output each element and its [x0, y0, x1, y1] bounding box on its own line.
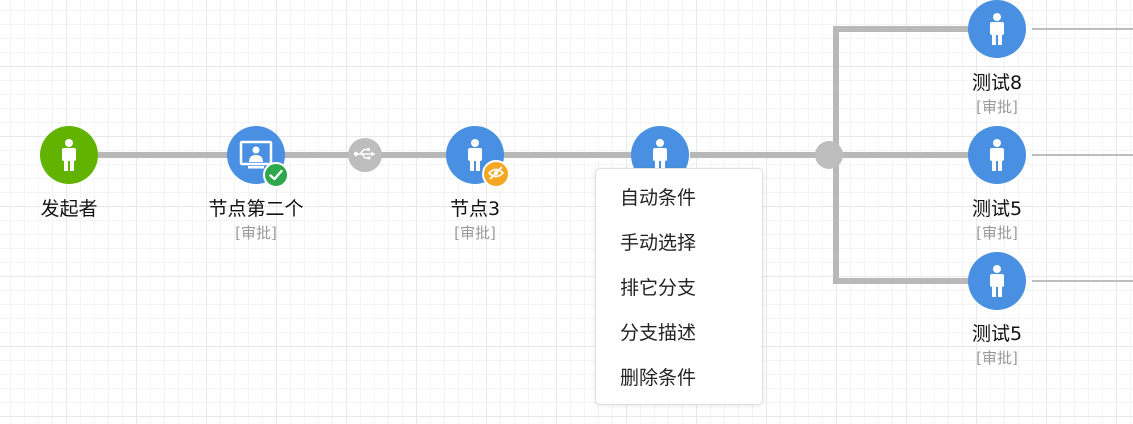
node-branch-bottom-sub: [审批] [976, 349, 1018, 367]
edge-node2-connector [280, 152, 360, 158]
branch-mid-out-edge [1032, 154, 1133, 156]
context-menu: 自动条件 手动选择 排它分支 分支描述 删除条件 [595, 168, 763, 405]
branch-bottom-edge [833, 278, 976, 284]
edge-junction-mid [836, 152, 976, 158]
node-branch-mid[interactable] [968, 126, 1026, 184]
computer-user-icon [239, 140, 273, 170]
node-branch-top-label: 测试8 [971, 72, 1023, 94]
edge-connector-node3 [370, 152, 460, 158]
branch-bottom-out-edge [1032, 280, 1133, 282]
node-2-label: 节点第二个 [208, 198, 304, 220]
node-initiator-label: 发起者 [40, 198, 98, 220]
menu-item-delete-condition[interactable]: 删除条件 [620, 367, 697, 389]
person-icon [465, 138, 485, 172]
node-branch-bottom-label: 测试5 [971, 323, 1023, 345]
person-icon [650, 138, 670, 172]
menu-item-exclusive-branch[interactable]: 排它分支 [620, 277, 697, 299]
person-icon [987, 138, 1007, 172]
usb-icon [353, 146, 377, 165]
node-initiator[interactable] [40, 126, 98, 184]
node-branch-bottom[interactable] [968, 252, 1026, 310]
hidden-badge [482, 160, 510, 188]
add-connector[interactable] [348, 138, 382, 172]
person-icon [987, 264, 1007, 298]
branch-junction[interactable] [815, 141, 843, 169]
node-branch-mid-label: 测试5 [971, 198, 1023, 220]
edge-node4-junction [690, 152, 820, 158]
node-2-sub: [审批] [235, 224, 277, 242]
edge-node3-node4 [500, 152, 640, 158]
branch-top-out-edge [1032, 28, 1133, 30]
branch-top-edge [833, 26, 976, 32]
node-branch-mid-sub: [审批] [976, 224, 1018, 242]
check-icon [269, 166, 283, 185]
person-icon [987, 12, 1007, 46]
node-3-label: 节点3 [449, 198, 501, 220]
menu-item-auto-condition[interactable]: 自动条件 [620, 187, 697, 209]
edge-initiator-node2 [98, 152, 238, 158]
node-branch-top-sub: [审批] [976, 98, 1018, 116]
person-icon [59, 138, 79, 172]
eye-off-icon [487, 165, 505, 184]
node-3-sub: [审批] [454, 224, 496, 242]
node-branch-top[interactable] [968, 0, 1026, 58]
approved-badge [263, 162, 289, 188]
menu-item-branch-description[interactable]: 分支描述 [620, 322, 697, 344]
menu-item-manual-select[interactable]: 手动选择 [620, 232, 697, 254]
